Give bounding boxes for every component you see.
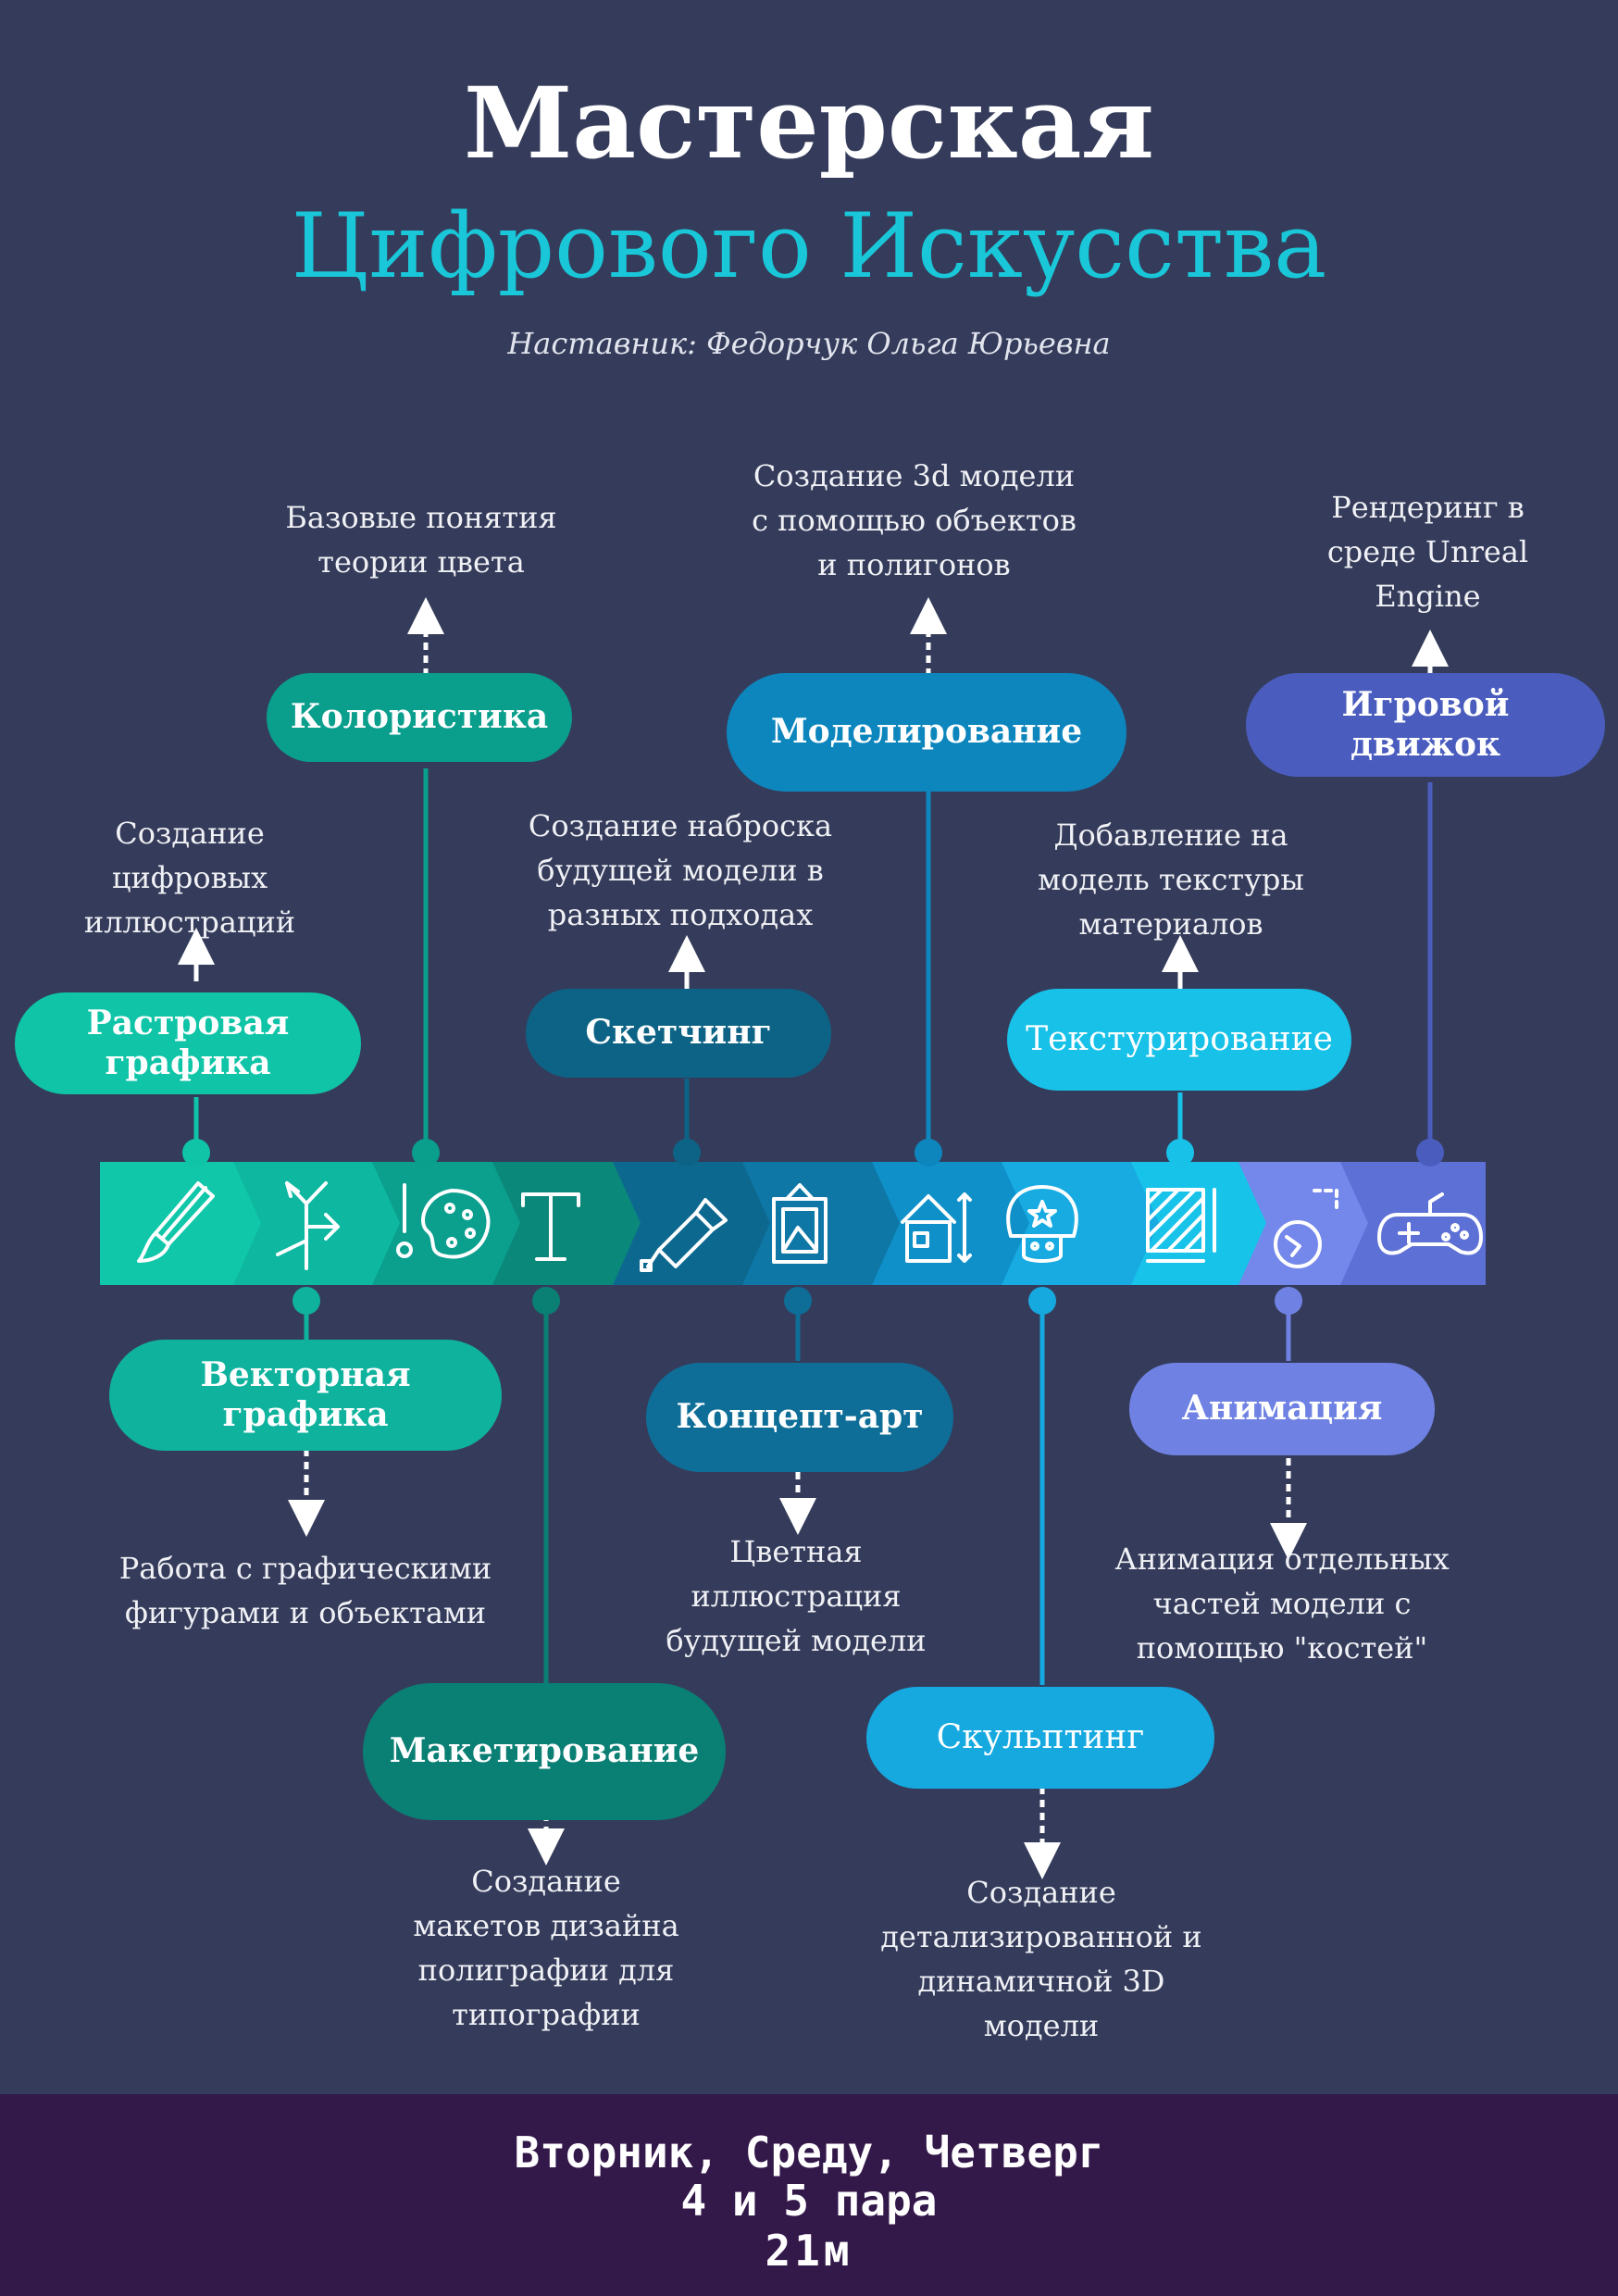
framed-picture-icon: [772, 1183, 828, 1264]
stage-color-pill: Колористика: [267, 673, 572, 762]
stage-sculpt-pill: Скульптинг: [866, 1687, 1214, 1789]
connector-dots: [182, 1139, 1444, 1315]
text-tool-icon: [521, 1192, 580, 1261]
stage-modeling-pill: Моделирование: [727, 673, 1126, 792]
stage-engine-pill: Игровой движок: [1246, 673, 1605, 777]
mentor-name: Наставник: Федорчук Ольга Юрьевна: [507, 326, 1111, 361]
stage-texture-desc: Добавление на модель текстуры материалов: [1038, 817, 1304, 942]
stage-raster-desc: Создание цифровых иллюстраций: [83, 816, 296, 940]
palette-icon: [396, 1183, 491, 1259]
stage-concept-pill: Концепт-арт: [646, 1363, 953, 1472]
title-line2: Цифрового Искусства: [291, 194, 1327, 298]
stage-concept-desc: Цветная иллюстрация будущей модели: [666, 1534, 927, 1658]
stage-texture-pill: Текстурирование: [1007, 989, 1351, 1091]
brush-icon: [137, 1181, 215, 1263]
timeline-diagram: [100, 597, 1486, 1879]
pen-tool-icon: [640, 1198, 728, 1272]
vector-path-icon: [276, 1181, 340, 1270]
title-line1: Мастерская: [464, 65, 1154, 181]
bouncing-ball-icon: [1274, 1189, 1338, 1268]
gamepad-icon: [1377, 1192, 1483, 1255]
schedule-room: 21м: [765, 2226, 853, 2276]
stage-modeling-desc: Создание 3d модели с помощью объектов и …: [752, 458, 1077, 582]
stage-vector-desc: Работа с графическими фигурами и объекта…: [118, 1551, 492, 1630]
schedule-footer: Вторник, Среду, Четверг 4 и 5 пара 21м: [0, 2094, 1618, 2296]
stage-sketch-desc: Создание наброска будущей модели в разны…: [528, 808, 833, 932]
stage-anim-pill: Анимация: [1129, 1363, 1435, 1455]
stage-raster-pill: Растровая графика: [15, 992, 361, 1094]
stage-color-desc: Базовые понятия теории цвета: [285, 500, 557, 580]
arrows: [178, 597, 1449, 1879]
stage-engine-desc: Рендеринг в среде Unreal Engine: [1326, 490, 1529, 614]
schedule-days: Вторник, Среду, Четверг: [514, 2128, 1104, 2177]
schedule-pairs: 4 и 5 пара: [680, 2176, 938, 2226]
connectors: [193, 768, 1433, 1685]
stage-layout-desc: Создание макетов дизайна полиграфии для …: [413, 1864, 679, 2032]
mushroom-icon: [1006, 1185, 1078, 1263]
stage-anim-desc: Анимация отдельных частей модели с помощ…: [1114, 1541, 1450, 1666]
stage-sketch-pill: Скетчинг: [526, 989, 831, 1078]
stage-sculpt-desc: Создание детализированной и динамичной 3…: [880, 1875, 1202, 2043]
house-model-icon: [901, 1192, 972, 1263]
stage-layout-pill: Макетирование: [363, 1683, 726, 1820]
stage-vector-pill: Векторная графика: [109, 1340, 502, 1451]
texture-square-icon: [1146, 1188, 1216, 1263]
